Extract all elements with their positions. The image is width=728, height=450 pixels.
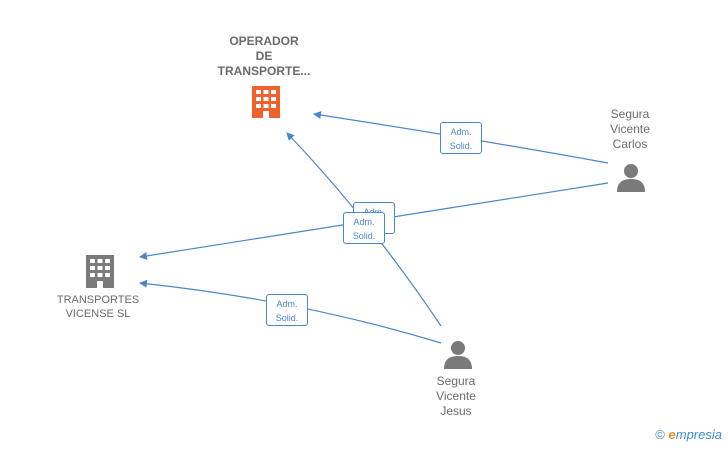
edge-role-badge[interactable]: Adm. Solid. bbox=[440, 122, 482, 154]
company-label-operador[interactable]: OPERADOR DE TRANSPORTE... bbox=[217, 34, 311, 78]
brand-watermark: © empresia bbox=[655, 427, 722, 442]
edge-role-line1: Adm. bbox=[450, 127, 472, 137]
copyright-symbol: © bbox=[655, 427, 665, 442]
edge-role-badge[interactable]: Adm. Solid. bbox=[266, 294, 308, 326]
edge-role-line2: Solid. bbox=[449, 141, 473, 151]
person-icon[interactable] bbox=[617, 164, 645, 192]
edge-role-line2: Solid. bbox=[275, 313, 299, 323]
edge-role-line2: Solid. bbox=[352, 231, 376, 241]
building-icon[interactable] bbox=[252, 86, 280, 118]
edge-role-line1: Adm. bbox=[353, 217, 375, 227]
person-label-carlos[interactable]: Segura Vicente Carlos bbox=[610, 107, 650, 151]
building-icon[interactable] bbox=[86, 255, 114, 288]
icons-layer bbox=[86, 86, 645, 369]
person-label-jesus[interactable]: Segura Vicente Jesus bbox=[436, 374, 476, 418]
edge-role-line1: Adm. bbox=[276, 299, 298, 309]
brand-name: mpresia bbox=[675, 427, 722, 442]
person-icon[interactable] bbox=[444, 341, 472, 369]
edge-role-badge[interactable]: Adm. Solid. bbox=[343, 212, 385, 244]
brand-initial: e bbox=[668, 427, 676, 442]
company-label-transportes[interactable]: TRANSPORTES VICENSE SL bbox=[56, 294, 140, 320]
